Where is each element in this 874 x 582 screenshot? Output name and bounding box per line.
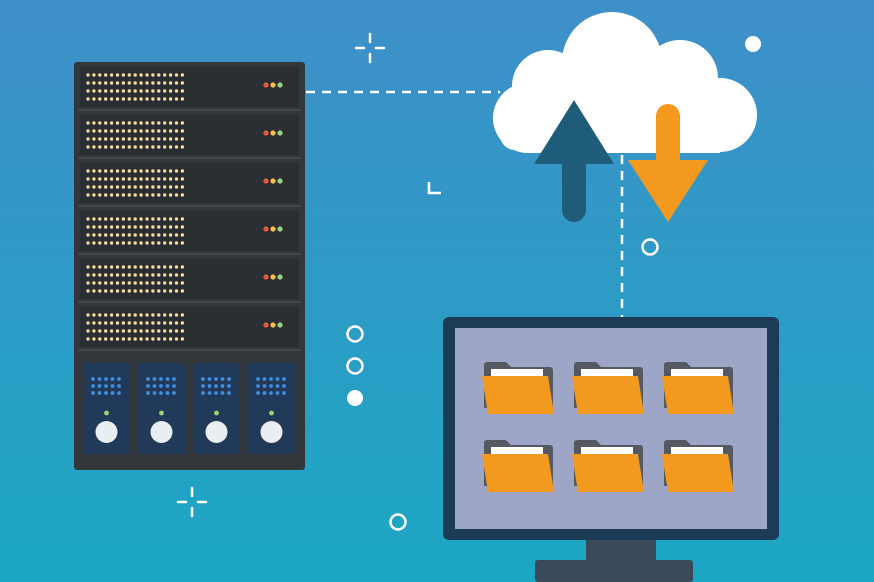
ring-dot-icon xyxy=(389,513,407,531)
server-unit xyxy=(78,67,301,111)
status-leds xyxy=(263,130,283,136)
drive-bay xyxy=(138,363,185,454)
vent-grid xyxy=(86,265,185,293)
server-drive-bays xyxy=(83,363,295,454)
status-leds xyxy=(263,274,283,280)
plus-sparkle-icon xyxy=(176,486,208,518)
drive-knob-icon xyxy=(260,421,283,443)
ring-dot-icon xyxy=(346,357,364,375)
corner-bracket-icon xyxy=(427,182,441,195)
drive-vent-dots xyxy=(146,377,176,395)
vent-grid xyxy=(86,121,185,149)
folder-icon xyxy=(662,440,734,492)
folder-icon xyxy=(482,362,554,414)
solid-dot-icon xyxy=(347,390,363,406)
monitor-screen xyxy=(455,328,767,529)
drive-bay xyxy=(248,363,295,454)
server-rack xyxy=(74,62,305,470)
drive-vent-dots xyxy=(91,377,121,395)
folder-icon xyxy=(482,440,554,492)
server-unit xyxy=(78,211,301,255)
folder-icon xyxy=(572,440,644,492)
download-arrow-icon xyxy=(628,104,708,222)
connector-lines xyxy=(306,90,624,318)
drive-led-icon xyxy=(214,410,219,416)
server-unit xyxy=(78,259,301,303)
monitor-stand-base xyxy=(535,560,693,582)
drive-led-icon xyxy=(104,410,109,416)
vent-grid xyxy=(86,169,185,197)
drive-knob-icon xyxy=(95,421,118,443)
solid-dot-icon xyxy=(745,36,761,52)
drive-vent-dots xyxy=(256,377,286,395)
drive-knob-icon xyxy=(150,421,173,443)
drive-knob-icon xyxy=(205,421,228,443)
vent-grid xyxy=(86,313,185,341)
server-unit xyxy=(78,163,301,207)
server-unit xyxy=(78,115,301,159)
folder-grid xyxy=(482,362,734,492)
monitor xyxy=(443,317,779,582)
vent-grid xyxy=(86,217,185,245)
drive-led-icon xyxy=(159,410,164,416)
drive-led-icon xyxy=(269,410,274,416)
server-units xyxy=(78,67,301,351)
status-leds xyxy=(263,178,283,184)
decorations xyxy=(176,32,761,531)
folder-icon xyxy=(572,362,644,414)
server-unit xyxy=(78,307,301,351)
drive-bay xyxy=(83,363,130,454)
status-leds xyxy=(263,82,283,88)
status-leds xyxy=(263,226,283,232)
drive-vent-dots xyxy=(201,377,231,395)
plus-sparkle-icon xyxy=(354,32,386,64)
ring-dot-icon xyxy=(641,238,659,256)
ring-dot-icon xyxy=(346,325,364,343)
folder-icon xyxy=(662,362,734,414)
status-leds xyxy=(263,322,283,328)
drive-bay xyxy=(193,363,240,454)
vent-grid xyxy=(86,73,185,101)
monitor-stand-neck xyxy=(586,540,656,562)
upload-arrow-icon xyxy=(534,100,614,222)
